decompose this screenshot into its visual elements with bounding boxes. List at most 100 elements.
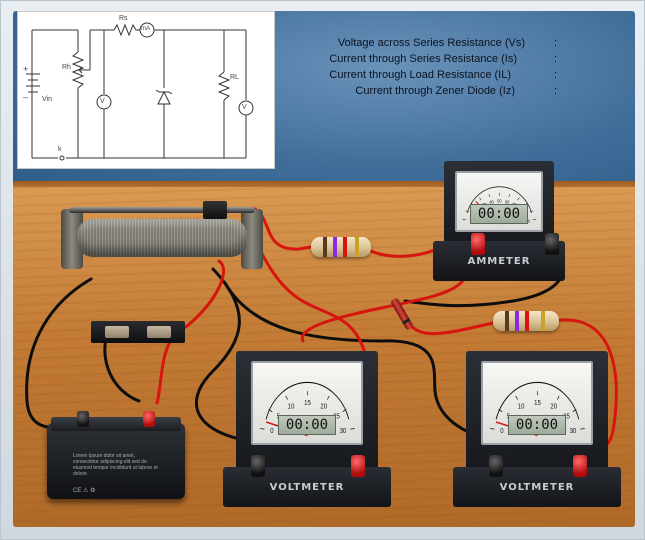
voltmeter-2: 051015202530 00:00 VOLTMETER (453, 351, 621, 507)
voltmeter-1-display: 00:00 (278, 415, 336, 436)
readout-is-value: : (553, 53, 557, 65)
wire-battery-neg[interactable] (25, 277, 93, 429)
voltmeter-2-tick (489, 428, 495, 430)
voltmeter-2-positive-terminal[interactable] (573, 455, 587, 477)
voltmeter-1-tick-label: 20 (320, 403, 327, 411)
switch-contact-right (147, 326, 171, 338)
circuit-diagram: + – Vin Rh V Rs mA RL V k (17, 11, 275, 169)
voltmeter-1-tick (259, 428, 265, 430)
rheostat-coil (77, 219, 247, 257)
voltmeter-1-tick-label: 30 (339, 427, 346, 435)
voltmeter-2-tick (572, 409, 576, 413)
ammeter-tick (478, 197, 482, 201)
readout-il-value: : (553, 69, 557, 81)
readout-iz: Current through Zener Diode (Iz) : (283, 85, 583, 101)
rheostat-right-end (241, 209, 263, 269)
battery-body (47, 423, 185, 499)
ammeter-dial: 0102030405060708090100 00:00 (454, 171, 544, 232)
readout-panel: Voltage across Series Resistance (Vs) : … (283, 37, 583, 101)
voltmeter-1-tick-label: 15 (304, 399, 311, 407)
ammeter-symbol-label: mA (141, 26, 150, 32)
voltmeter-1-positive-terminal[interactable] (351, 455, 365, 477)
ammeter-negative-terminal[interactable] (545, 233, 559, 255)
switch-contact-left (105, 326, 129, 338)
ammeter-tick-label: 40 (489, 199, 494, 204)
voltmeter2-symbol-label: V (242, 104, 247, 111)
voltmeter-1-name: VOLTMETER (269, 482, 345, 493)
ammeter-tick-label: 50 (497, 198, 502, 203)
ammeter-tick-label: 60 (505, 199, 510, 204)
battery-cert-marks: CE ⚠ ♻ (73, 488, 96, 494)
battery-minus-label: – (23, 92, 29, 102)
rh-label: Rh (62, 64, 71, 71)
voltmeter-2-tick-label: 0 (500, 427, 504, 435)
ammeter-name: AMMETER (467, 256, 531, 267)
ammeter-tick (516, 197, 520, 201)
ammeter-tick (465, 210, 469, 213)
voltmeter-1-dial: 051015202530 00:00 (250, 361, 364, 446)
readout-is-label: Current through Series Resistance (Is) (329, 53, 517, 65)
rheostat-rod (69, 207, 255, 213)
readout-vs-value: : (553, 37, 557, 49)
voltmeter-1-negative-terminal[interactable] (251, 455, 265, 477)
voltmeter-1-tick (326, 395, 330, 400)
load-resistor[interactable] (493, 311, 559, 331)
ammeter: 0102030405060708090100 00:00 AMMETER (433, 161, 565, 281)
battery-positive-terminal[interactable] (143, 411, 155, 427)
battery-plus-label: + (23, 64, 29, 74)
readout-il: Current through Load Resistance (IL) : (283, 69, 583, 85)
wiring (25, 207, 618, 453)
rl-label: RL (230, 74, 239, 81)
voltmeter-1-tick-label: 10 (287, 403, 294, 411)
voltmeter1-symbol-label: V (100, 98, 105, 105)
voltmeter-2-tick (556, 395, 560, 400)
voltmeter-2-negative-terminal[interactable] (489, 455, 503, 477)
wire-zener-voltmeter2[interactable] (223, 281, 493, 441)
rheostat[interactable] (57, 197, 267, 287)
voltmeter-2-tick-label: 10 (517, 403, 524, 411)
readout-iz-label: Current through Zener Diode (Iz) (355, 85, 515, 97)
voltmeter-2-tick-label: 25 (563, 413, 570, 421)
rs-label: Rs (119, 15, 128, 22)
vin-label: Vin (42, 96, 52, 103)
series-resistor[interactable] (311, 237, 371, 257)
battery-lid (51, 417, 181, 431)
readout-iz-value: : (553, 85, 557, 97)
battery[interactable]: Lorem Ipsum dolor sit amet, consectetur … (47, 411, 185, 499)
ammeter-tick (488, 193, 490, 197)
readout-il-label: Current through Load Resistance (IL) (329, 69, 511, 81)
voltmeter-2-name: VOLTMETER (499, 482, 575, 493)
battery-negative-terminal[interactable] (77, 411, 89, 427)
voltmeter-2-tick (514, 395, 518, 400)
voltmeter-2-tick (579, 428, 585, 430)
circuit-schematic (26, 22, 254, 161)
voltmeter-2-tick-label: 20 (550, 403, 557, 411)
voltmeter-1-tick-label: 0 (270, 427, 274, 435)
voltmeter-2-tick (498, 409, 502, 413)
voltmeter-1-tick (268, 409, 272, 413)
key-label: k (58, 146, 62, 153)
voltmeter-2-tick-label: 15 (534, 399, 541, 407)
plug-key-switch[interactable] (91, 321, 185, 343)
ammeter-positive-terminal[interactable] (471, 233, 485, 255)
readout-vs: Voltage across Series Resistance (Vs) : (283, 37, 583, 53)
voltmeter-2-dial: 051015202530 00:00 (480, 361, 594, 446)
ammeter-tick (529, 210, 533, 213)
rheostat-slider-handle[interactable] (203, 201, 227, 219)
wire-rheostat-voltmeter1[interactable] (195, 267, 251, 443)
rheostat-left-end (61, 209, 83, 269)
ammeter-display: 00:00 (470, 204, 528, 225)
readout-vs-label: Voltage across Series Resistance (Vs) (337, 37, 525, 49)
voltmeter-2-tick-label: 30 (569, 427, 576, 435)
voltmeter-2-display: 00:00 (508, 415, 566, 436)
ammeter-tick (508, 193, 510, 197)
voltmeter-1: 051015202530 00:00 VOLTMETER (223, 351, 391, 507)
voltmeter-1-tick (342, 409, 346, 413)
voltmeter-1-tick (284, 395, 288, 400)
voltmeter-1-tick (349, 428, 355, 430)
voltmeter-1-tick-label: 25 (333, 413, 340, 421)
battery-label-text: Lorem Ipsum dolor sit amet, consectetur … (73, 453, 158, 477)
readout-is: Current through Series Resistance (Is) : (283, 53, 583, 69)
lab-stage: + – Vin Rh V Rs mA RL V k Voltage across… (13, 11, 635, 527)
